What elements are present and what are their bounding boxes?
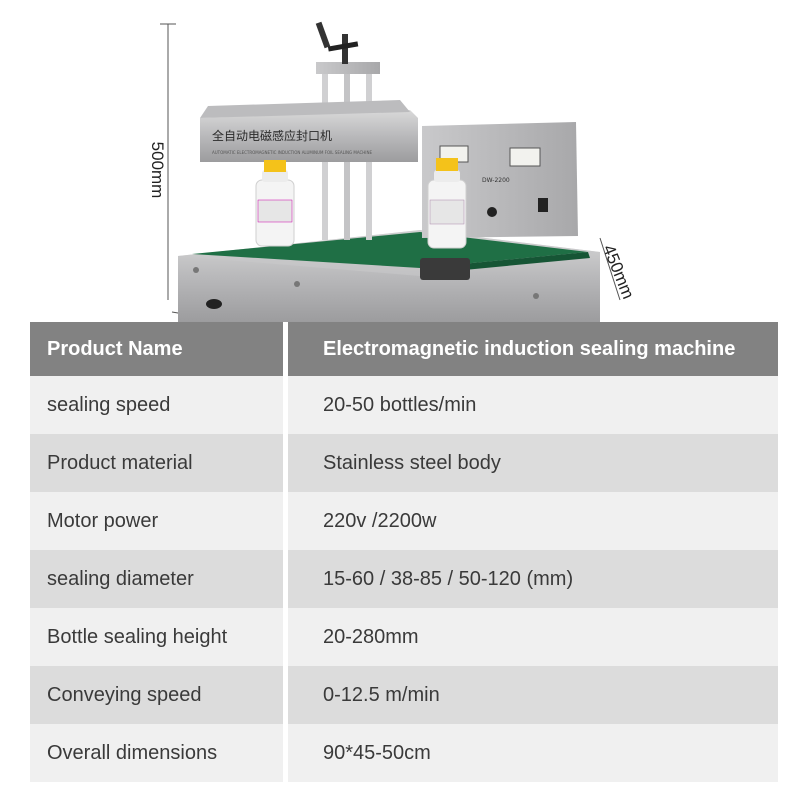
speed-knob <box>487 207 497 217</box>
header-name-cell: Product Name <box>30 322 283 376</box>
spec-name-cell: Product material <box>30 434 283 492</box>
spec-name-cell: Motor power <box>30 492 283 550</box>
bottle-right <box>427 158 467 249</box>
machine-foot <box>206 299 222 309</box>
sealing-head <box>200 110 418 162</box>
spec-table: Product Name Electromagnetic induction s… <box>30 322 778 782</box>
spec-value-cell: 0-12.5 m/min <box>288 666 778 724</box>
sealing-machine-illustration: 全自动电磁感应封口机 AUTOMATIC ELECTROMAGNETIC IND… <box>160 21 621 322</box>
spec-name-cell: sealing speed <box>30 376 283 434</box>
bottle-left <box>255 160 295 247</box>
spec-value-cell: 20-50 bottles/min <box>288 376 778 434</box>
height-dimension-label: 500mm <box>148 141 167 199</box>
table-row: Conveying speed 0-12.5 m/min <box>30 666 778 724</box>
machine-cn-title: 全自动电磁感应封口机 <box>212 128 332 143</box>
header-value-cell: Electromagnetic induction sealing machin… <box>288 322 778 376</box>
table-row: Product material Stainless steel body <box>30 434 778 492</box>
product-photo: 全自动电磁感应封口机 AUTOMATIC ELECTROMAGNETIC IND… <box>0 0 800 322</box>
bottle-guide <box>420 258 470 280</box>
table-row: Motor power 220v /2200w <box>30 492 778 550</box>
model-label: DW-2200 <box>482 177 510 184</box>
spec-value-cell: 20-280mm <box>288 608 778 666</box>
table-row: sealing speed 20-50 bottles/min <box>30 376 778 434</box>
spec-name-cell: Bottle sealing height <box>30 608 283 666</box>
spec-table-header: Product Name Electromagnetic induction s… <box>30 322 778 376</box>
spec-name-cell: Overall dimensions <box>30 724 283 782</box>
meter-gauge-right <box>509 147 541 167</box>
table-row: Bottle sealing height 20-280mm <box>30 608 778 666</box>
power-switch <box>538 198 548 212</box>
machine-en-subtitle: AUTOMATIC ELECTROMAGNETIC INDUCTION ALUM… <box>212 150 372 155</box>
spec-value-cell: 90*45-50cm <box>288 724 778 782</box>
table-row: sealing diameter 15-60 / 38-85 / 50-120 … <box>30 550 778 608</box>
spec-value-cell: Stainless steel body <box>288 434 778 492</box>
spec-value-cell: 220v /2200w <box>288 492 778 550</box>
depth-dimension-line <box>599 237 621 301</box>
spec-name-cell: sealing diameter <box>30 550 283 608</box>
conveyor-belt <box>192 232 588 268</box>
table-row: Overall dimensions 90*45-50cm <box>30 724 778 782</box>
spec-value-cell: 15-60 / 38-85 / 50-120 (mm) <box>288 550 778 608</box>
spec-name-cell: Conveying speed <box>30 666 283 724</box>
